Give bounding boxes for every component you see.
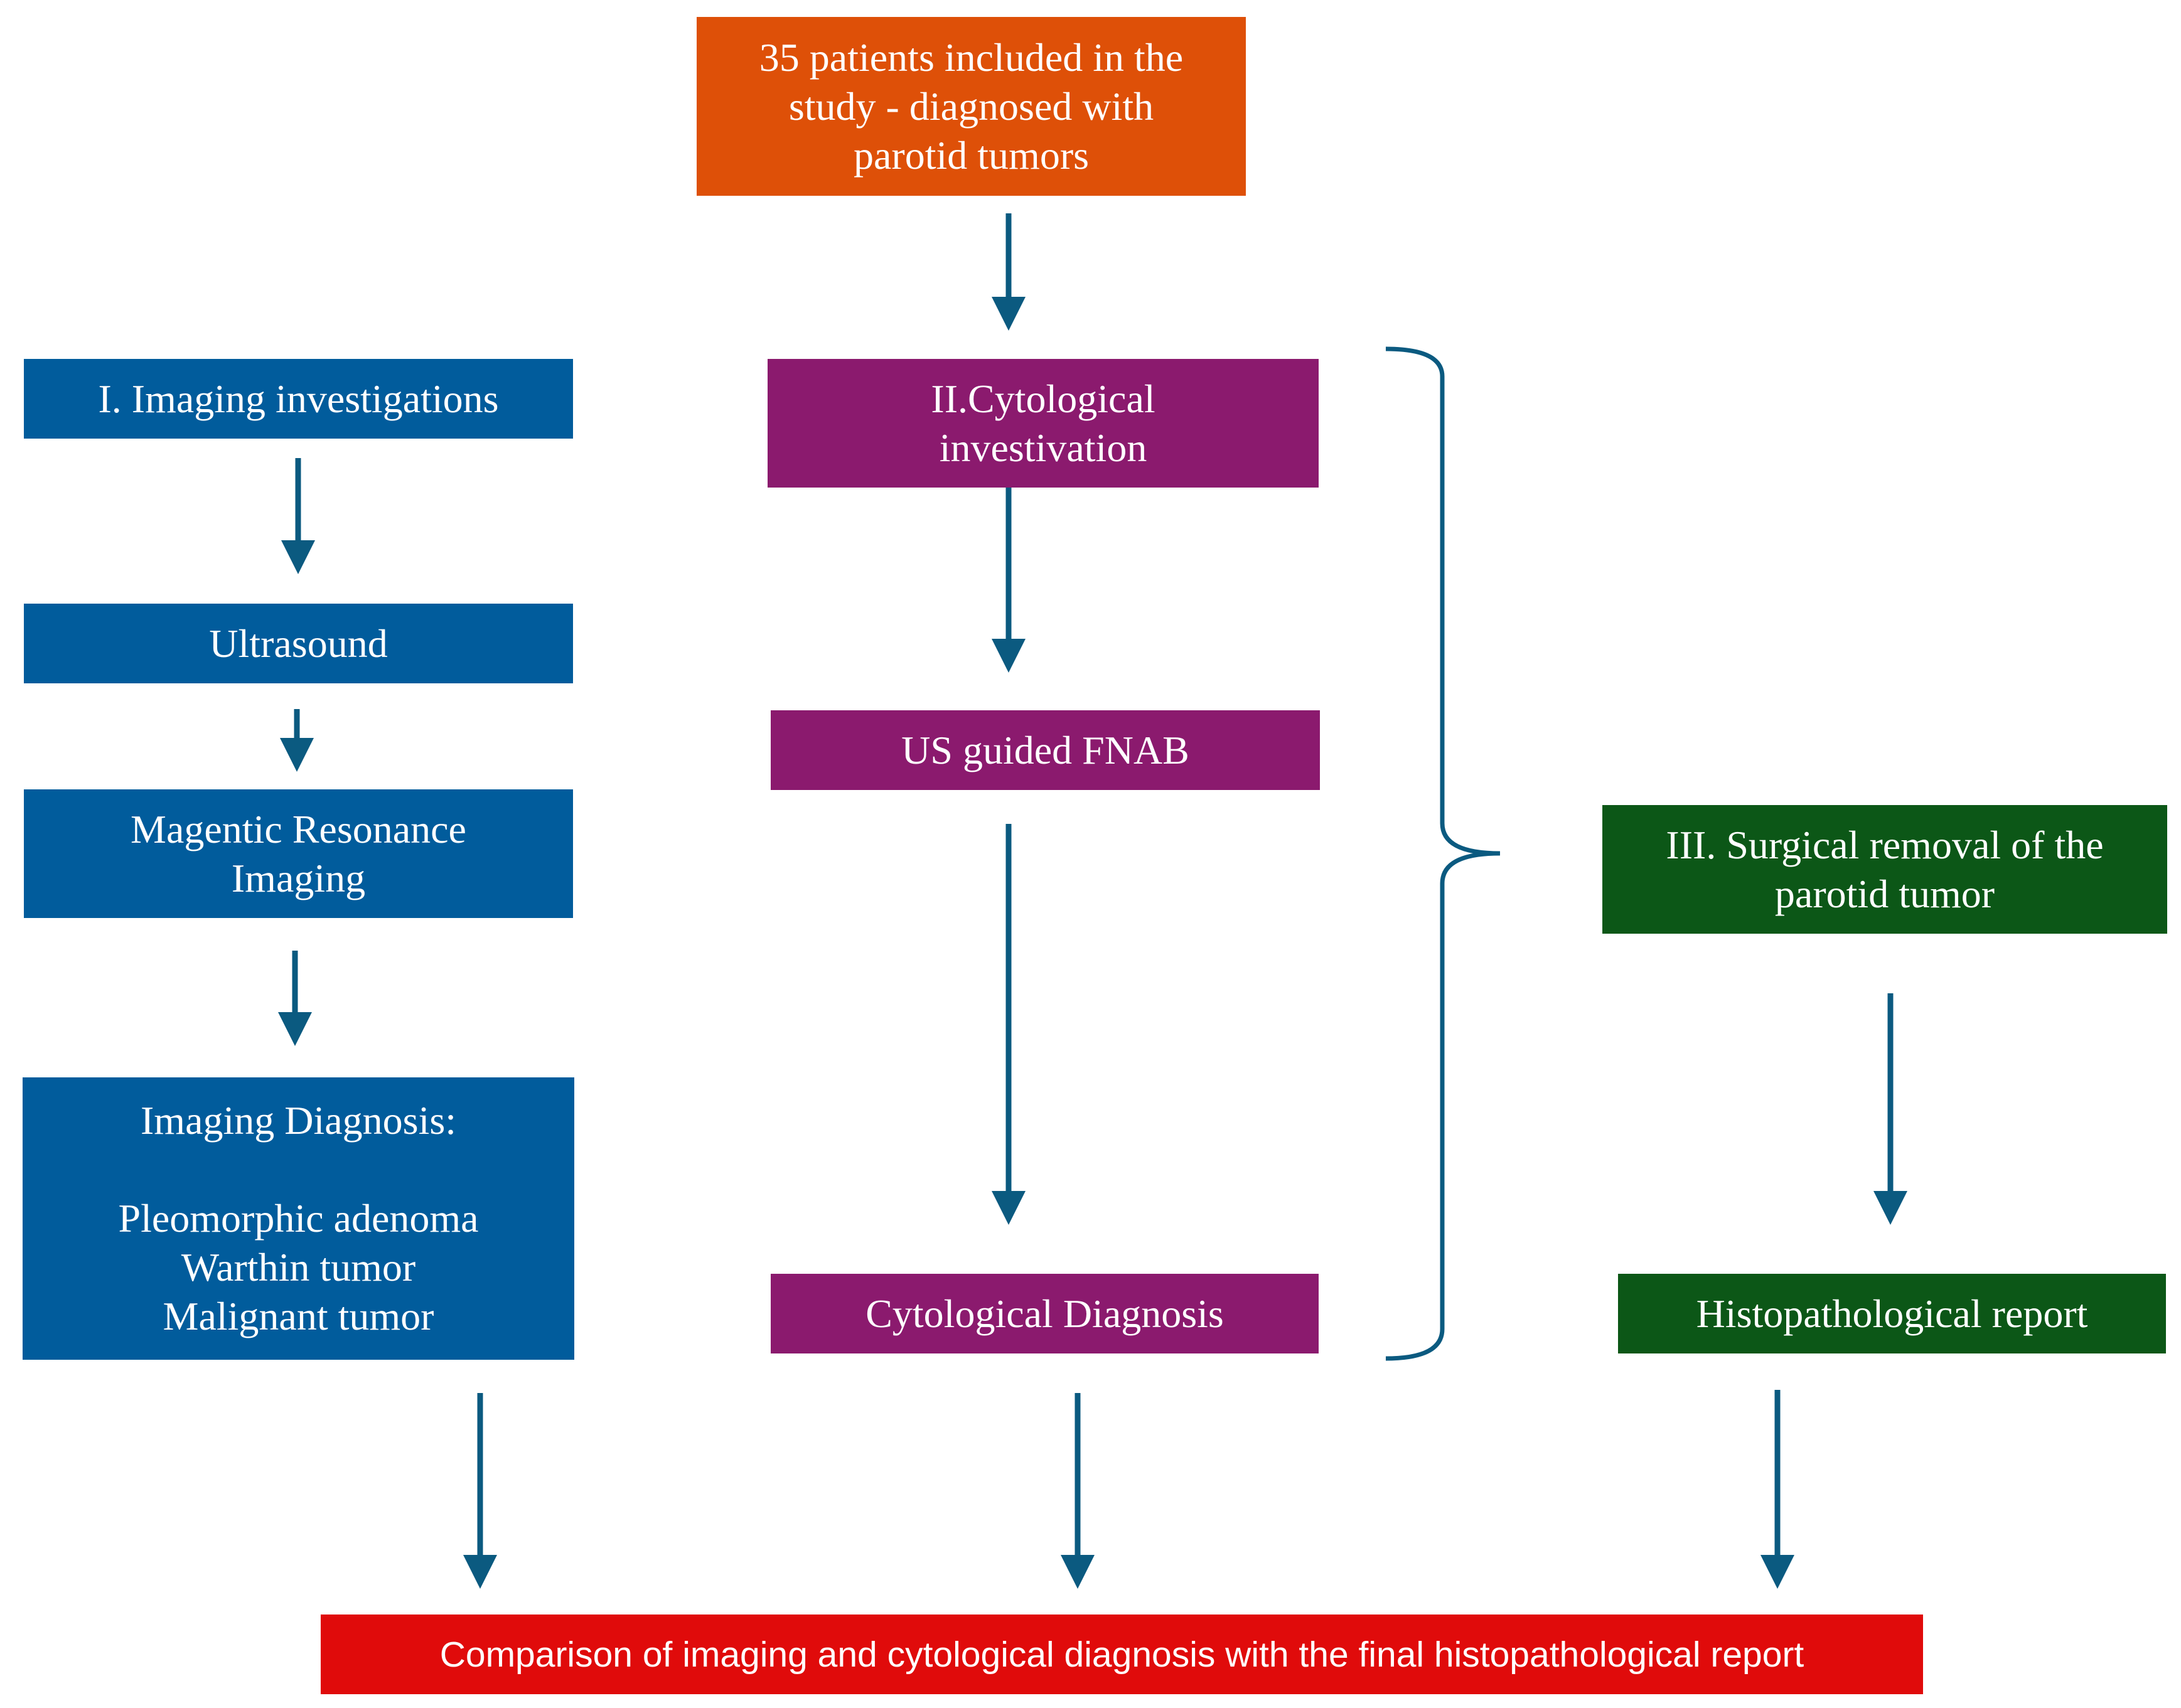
imaging-diagnosis-box: Imaging Diagnosis: Pleomorphic adenoma W… [23, 1077, 574, 1360]
ultrasound-box: Ultrasound [24, 604, 573, 683]
mri-box: Magentic Resonance Imaging [24, 789, 573, 918]
cytological-investigation-box: II.Cytological investivation [768, 359, 1319, 488]
surgical-removal-box: III. Surgical removal of the parotid tum… [1602, 805, 2167, 934]
imaging-investigations-box: I. Imaging investigations [24, 359, 573, 439]
start-box: 35 patients included in the study - diag… [697, 17, 1246, 196]
us-guided-fnab-box: US guided FNAB [771, 710, 1320, 790]
comparison-box: Comparison of imaging and cytological di… [321, 1615, 1923, 1694]
cytological-diagnosis-box: Cytological Diagnosis [771, 1274, 1319, 1353]
right-brace [1385, 346, 1501, 1361]
histopathological-report-box: Histopathological report [1618, 1274, 2166, 1353]
